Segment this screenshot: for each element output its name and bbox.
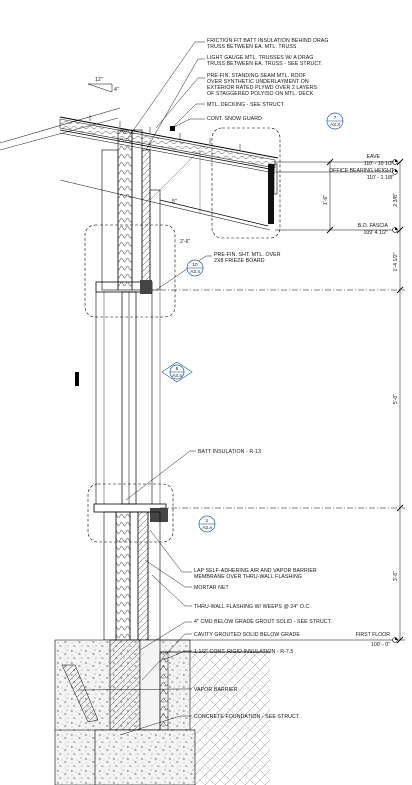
foundation: [54, 639, 270, 785]
callout-1[interactable]: 1 A3.4: [198, 515, 216, 533]
note-batt-drag-truss-1: FRICTION FIT BATT INSULATION BEHIND DRAG: [207, 38, 329, 44]
dim-5-0: 5'-0": [393, 394, 399, 404]
callout-1-sheet: A3.4: [202, 525, 212, 531]
bo-fascia-value: 109' 4 1/2": [364, 230, 389, 236]
dim-1-6: 1'-6": [323, 195, 329, 205]
callout-6[interactable]: 6 A3.4: [161, 361, 193, 383]
note-batt-insulation: BATT INSULATION - R-13: [198, 449, 261, 455]
callout-10[interactable]: 10 A3.4: [186, 259, 204, 277]
dim-2-6: 2'-6": [180, 239, 190, 245]
note-metal-decking: MTL. DECKING - SEE STRUCT: [207, 102, 285, 108]
note-frieze-1: PRE-FIN. SHT. MTL. OVER: [214, 252, 281, 258]
note-roof-2: OVER SYNTHETIC UNDERLAYMENT ON: [207, 79, 309, 85]
note-cavity-grouted: CAVITY GROUTED SOLID BELOW GRADE: [194, 632, 300, 638]
office-bearing-label: OFFICE BEARING HEIGHT: [329, 168, 395, 174]
slope-run: 12": [95, 77, 103, 83]
callout-7-num: 7: [334, 115, 337, 121]
note-snow-guard: CONT. SNOW GUARD: [207, 116, 262, 122]
note-concrete-foundation: CONCRETE FOUNDATION - SEE STRUCT.: [194, 714, 300, 720]
note-air-barrier-2: MEMBRANE OVER THRU-WALL FLASHING: [194, 574, 302, 580]
annotations: FRICTION FIT BATT INSULATION BEHIND DRAG…: [194, 38, 332, 720]
note-light-gauge-2: TRUSS BETWEEN EA. TRUSS - SEE STRUCT.: [207, 61, 322, 67]
wall-assembly: [75, 129, 168, 641]
office-bearing-value: 110' - 1 1/8": [367, 175, 394, 181]
first-floor-label: FIRST FLOOR: [356, 632, 390, 638]
eave-label: EAVE: [367, 154, 381, 160]
note-mortar-net: MORTAR NET: [194, 585, 230, 591]
slope-rise: 4": [114, 87, 119, 93]
note-frieze-2: 2X8 FRIEZE BOARD: [214, 258, 265, 264]
note-roof-1: PRE-FIN. STANDING SEAM MTL. ROOF: [207, 73, 306, 79]
detail-boundaries: [84, 127, 281, 543]
note-rigid-insulation: 1 1/2" CONT. RIGID INSULATION - R-7.5: [194, 649, 293, 655]
note-thru-wall-flashing: THRU-WALL FLASHING W/ WEEPS @ 24" O.C.: [194, 604, 311, 610]
dim-5: 5": [172, 199, 177, 205]
note-roof-4: OF STAGGERED POLYISO ON MTL. DECK.: [207, 91, 315, 97]
callout-1-num: 1: [206, 518, 209, 524]
fascia: [268, 164, 274, 224]
callout-10-num: 10: [192, 262, 198, 268]
note-cmu-below-grade: 4" CMU BELOW GRADE GROUT SOLID - SEE STR…: [194, 619, 332, 625]
leader-lines: [79, 41, 212, 736]
callout-6-num: 6: [176, 366, 179, 372]
roof-assembly: [0, 107, 279, 231]
dim-2-3-8: 2 3/8": [393, 193, 399, 207]
eave-value: 110' - 10 1/2": [364, 161, 394, 167]
note-roof-3: EXTERIOR RATED PLYWD OVER 2 LAYERS: [207, 85, 317, 91]
first-floor-value: 100' - 0": [371, 642, 390, 648]
callout-6-sheet: A3.4: [172, 373, 182, 379]
note-light-gauge-1: LIGHT GAUGE MTL. TRUSSES W/ A DRAG: [207, 55, 313, 61]
roof-slope-indicator: 12" 4": [87, 77, 119, 93]
callout-7-sheet: A3.3: [330, 122, 340, 128]
dim-3-0: 3'-0": [393, 571, 399, 581]
bo-fascia-label: B.O. FASCIA: [358, 223, 389, 229]
callout-7[interactable]: 7 A3.3: [326, 112, 344, 130]
callout-10-sheet: A3.4: [190, 269, 200, 275]
snow-guard: [170, 126, 175, 131]
note-air-barrier-1: LAP SELF-ADHERING AIR AND VAPOR BARRIER: [194, 568, 317, 574]
note-batt-drag-truss-2: TRUSS BETWEEN EA. MTL. TRUSS: [207, 44, 297, 50]
level-lines: [160, 158, 405, 644]
note-vapor-barrier: VAPOR BARRIER: [194, 687, 238, 693]
level-markers: [392, 159, 398, 643]
dim-1-4-1-2: 1'-4 1/2": [393, 252, 399, 271]
